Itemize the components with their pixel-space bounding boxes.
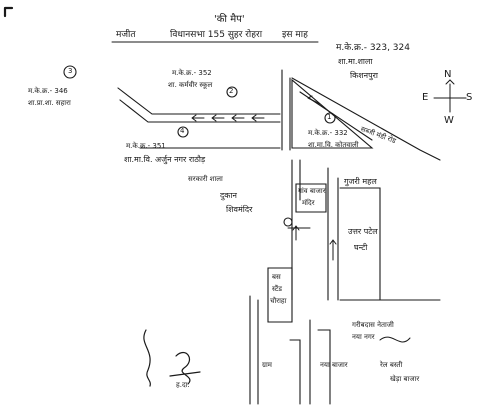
map-title: 'की मैप': [214, 14, 245, 25]
block-label-3: चौराहा: [270, 297, 287, 305]
label-right-bus: खेड़ा बाजार: [390, 375, 420, 383]
beat-5-code: म.के.क्र.- 332: [308, 129, 348, 137]
beat-marker-1: [324, 112, 336, 124]
label-uttar-patel: उत्तर पटेल: [348, 227, 378, 236]
road-right-diagonal: [291, 77, 441, 161]
label-mandir: मंदिर: [302, 199, 315, 207]
compass-n: N: [444, 69, 452, 80]
signature-right: [169, 351, 201, 385]
header-left: मजीत: [116, 30, 136, 40]
beat-3-marker: 3: [68, 67, 73, 75]
block-label-1: बस: [272, 273, 281, 281]
beat-5-name: शा.मा.वि. कोतवाली: [308, 141, 359, 149]
label-kishanpura: किशनपुरा: [350, 71, 378, 80]
right-block: [339, 187, 381, 301]
road-upper-diagonal: [117, 87, 281, 115]
beat-2-code: म.के.क्र.- 352: [172, 69, 212, 77]
scribble: [379, 336, 411, 343]
beat-5-marker: 1: [327, 113, 332, 121]
center-box: [295, 183, 327, 213]
beat-4-marker: 4: [180, 127, 185, 135]
beat-2-name: शा. कर्मवीर स्कूल: [168, 81, 213, 89]
compass-w: W: [444, 115, 454, 126]
compass-s: S: [466, 92, 473, 103]
beat-2-marker: 2: [229, 87, 234, 95]
block-label-2: स्टैंड: [272, 285, 282, 293]
compass-rose: [433, 79, 467, 113]
label-gaanv-bazar: गांव बाजार: [298, 187, 326, 195]
header-right: इस माह: [282, 30, 308, 40]
beat-4-code: म.के.क्र.- 351: [126, 142, 166, 150]
label-bottom-right: रेल बस्ती: [380, 361, 403, 369]
beat-4-name: शा.मा.वि. अर्जुन नगर राठौड़: [124, 155, 206, 164]
corner-mark: [3, 6, 14, 18]
beat-marker-3: [63, 65, 77, 79]
label-sarkari-sadan: सरकारी शाला: [188, 175, 223, 183]
bus-stand-block: [267, 267, 293, 323]
beat-3-name: शा.प्रा.शा. सहारा: [28, 99, 71, 107]
label-bottom-road: नया बाजार: [320, 361, 348, 369]
route-arrows: [191, 95, 337, 261]
beat-1-name: शा.मा.शाला: [338, 57, 373, 66]
label-ghanti: घन्टी: [354, 243, 368, 252]
beat-marker-2: [226, 86, 238, 98]
label-garibdas: गरीबदास नेताजी: [352, 321, 394, 329]
beat-marker-4: [177, 126, 189, 138]
label-gujri-mahal: गुजरी महल: [344, 177, 377, 186]
junction-circle: [283, 217, 293, 227]
label-bottom-left: ग्राम: [262, 361, 272, 369]
compass-e: E: [422, 92, 429, 103]
signature-left: [143, 329, 151, 387]
header-middle: विधानसभा 155 सुहर रोहरा: [170, 30, 263, 40]
label-naya-nagar: नया नगर: [352, 333, 375, 341]
road-lower-right-edge: [317, 329, 331, 405]
label-shivmandir: शिवमंदिर: [226, 205, 253, 214]
label-dukaan: दुकान: [220, 191, 237, 200]
beat-3-code: म.के.क्र.- 346: [28, 87, 68, 95]
signature-caption: ह.दा.: [176, 381, 190, 389]
beat-1-code: म.के.क्र.- 323, 324: [336, 43, 410, 53]
road-lower-mid: [289, 339, 301, 405]
road-upper-diagonal-edge: [119, 99, 281, 123]
